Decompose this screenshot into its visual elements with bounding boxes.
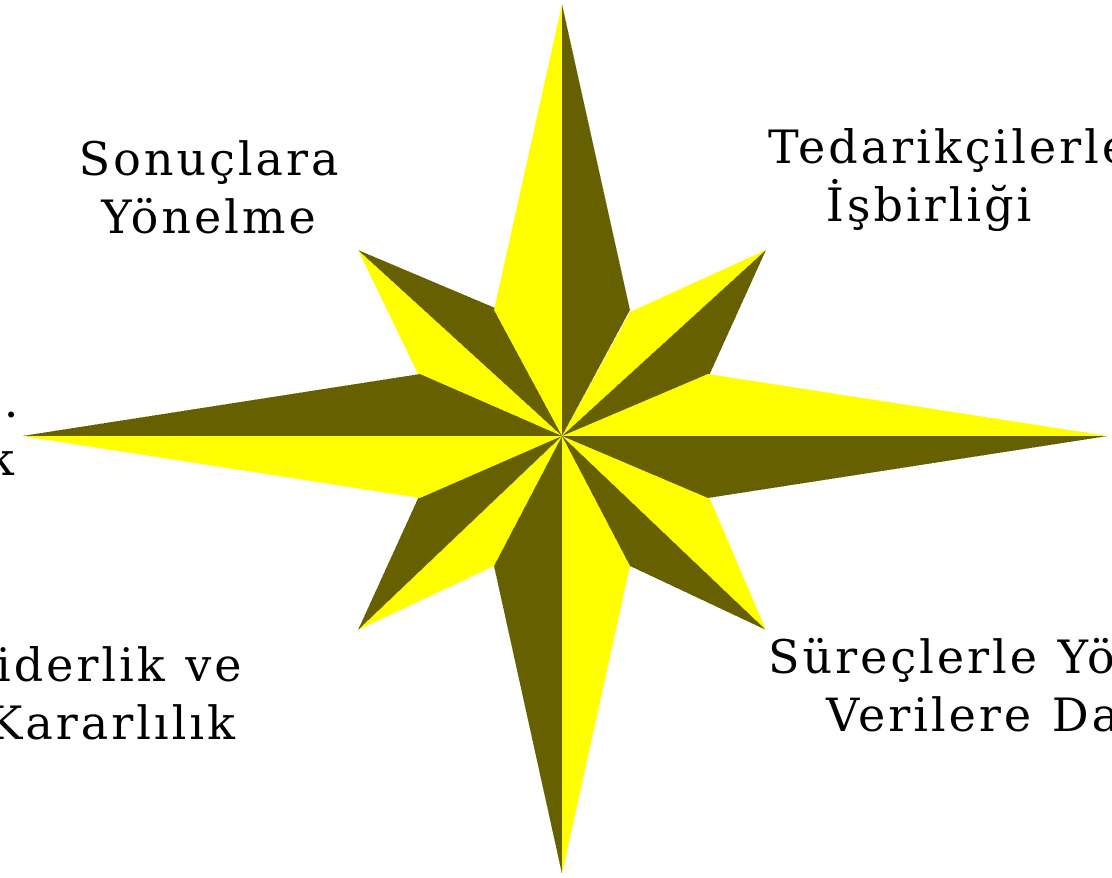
label-top-right-line2: İşbirliği	[720, 176, 1112, 234]
label-top-left: Sonuçlara Yönelme	[60, 130, 360, 246]
label-bottom-left-line1: iderlik ve	[0, 636, 245, 694]
label-top-right: Tedarikçilerle İşbirliği	[760, 118, 1112, 234]
label-top-left-line2: Yönelme	[60, 188, 360, 246]
label-bottom-right-line1: Süreçlerle Yö	[768, 628, 1112, 686]
label-left-line2: k	[0, 430, 21, 488]
label-bottom-right-line2: Verilere Day	[826, 686, 1112, 744]
label-left: l. k	[0, 372, 21, 488]
label-bottom-left-line2: Kararlılık	[0, 694, 245, 752]
label-left-line1: l.	[0, 372, 21, 430]
label-bottom-left: iderlik ve Kararlılık	[0, 636, 245, 752]
label-bottom-right: Süreçlerle Yö Verilere Day	[768, 628, 1112, 744]
label-top-right-line1: Tedarikçilerle	[760, 118, 1112, 176]
label-top-left-line1: Sonuçlara	[60, 130, 360, 188]
